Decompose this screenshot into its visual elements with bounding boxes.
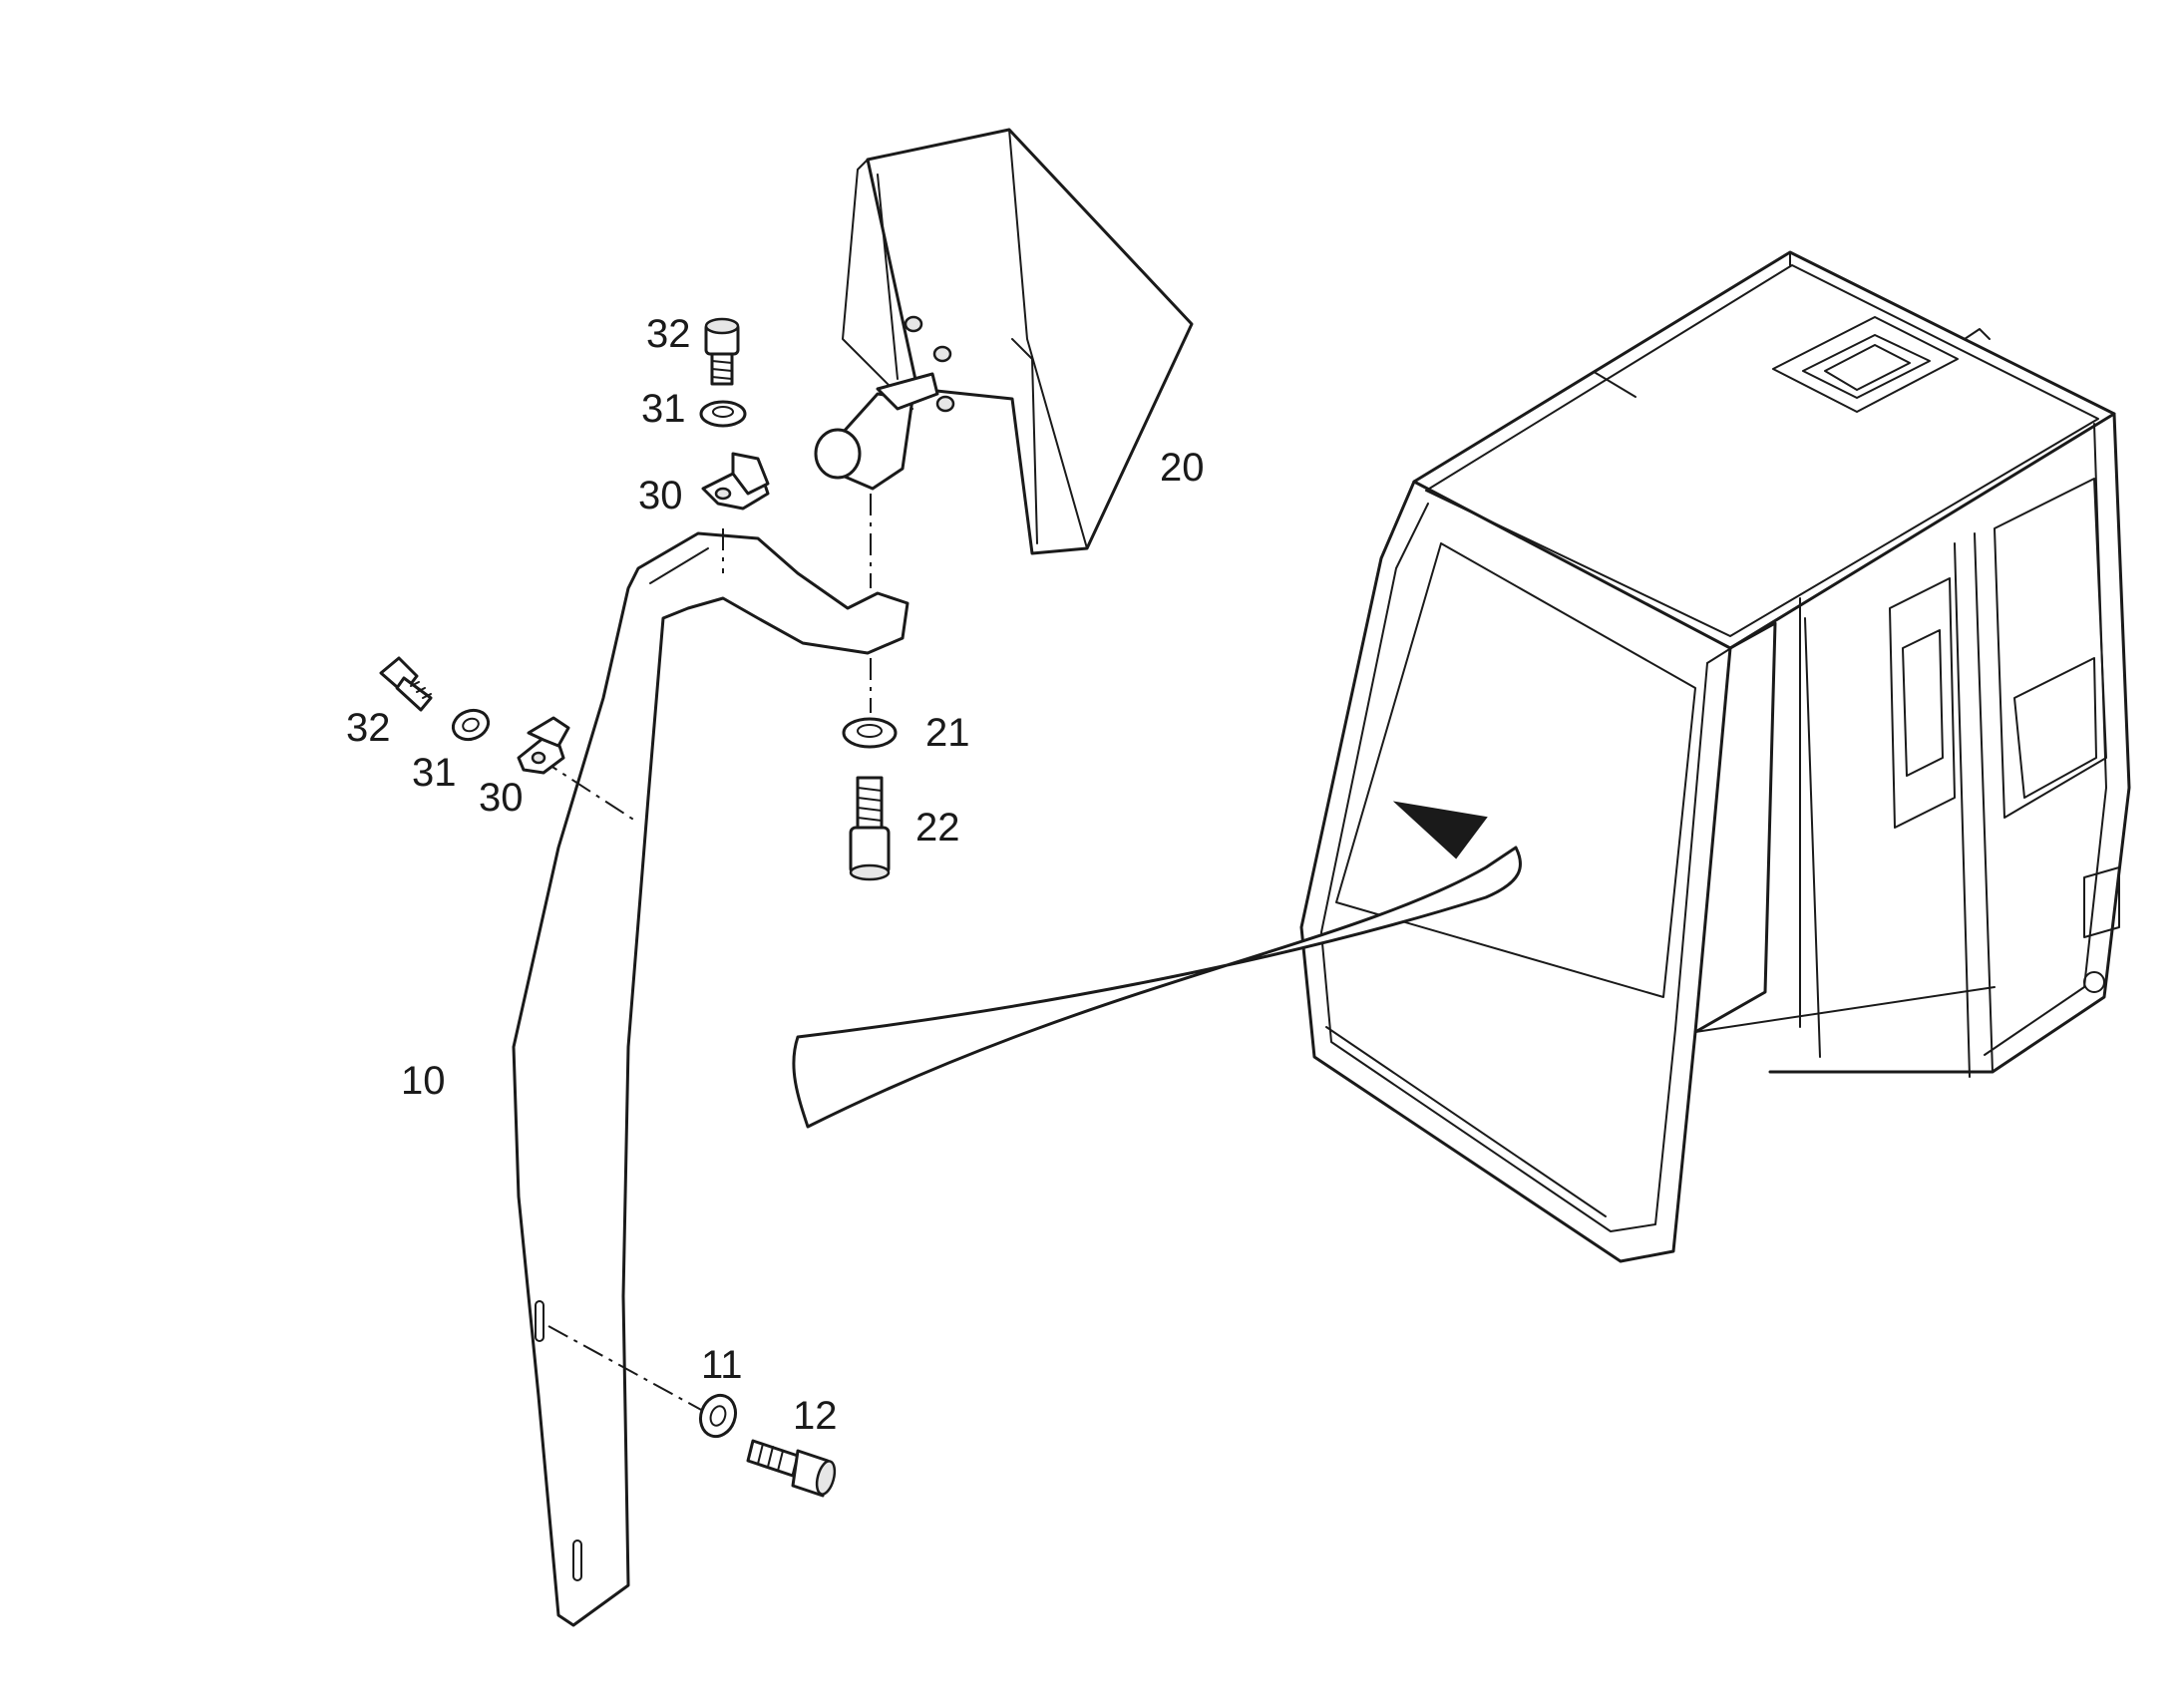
assembly-axis-lines — [538, 494, 872, 1412]
callout-10: 10 — [401, 1059, 446, 1103]
callout-11: 11 — [701, 1343, 743, 1387]
side-fastener-set — [379, 656, 570, 775]
washer-21 — [842, 717, 898, 749]
washer-31-top — [699, 400, 747, 428]
screw-12 — [746, 1439, 837, 1498]
callout-32-side: 32 — [346, 706, 391, 750]
callout-30-top: 30 — [638, 474, 683, 517]
operator-cab — [1299, 250, 2131, 1263]
callout-31-side: 31 — [412, 751, 457, 795]
callout-31-top: 31 — [641, 387, 686, 431]
clamp-30-top — [701, 452, 770, 511]
screw-32-side — [379, 656, 433, 712]
callout-20: 20 — [1160, 446, 1205, 490]
callout-12: 12 — [793, 1394, 838, 1438]
detail-callout-arrow — [792, 801, 1522, 1129]
clamp-30-side — [517, 716, 570, 775]
top-fastener-set — [699, 317, 770, 511]
washer-31-side — [451, 708, 491, 742]
screw-32-top — [704, 317, 740, 386]
callout-30-side: 30 — [479, 776, 524, 820]
screw-22 — [849, 776, 891, 881]
rear-view-mirror — [814, 128, 1194, 555]
callout-21: 21 — [925, 711, 970, 755]
callout-22: 22 — [915, 806, 960, 850]
callout-32-top: 32 — [646, 312, 691, 356]
washer-11 — [698, 1393, 738, 1439]
